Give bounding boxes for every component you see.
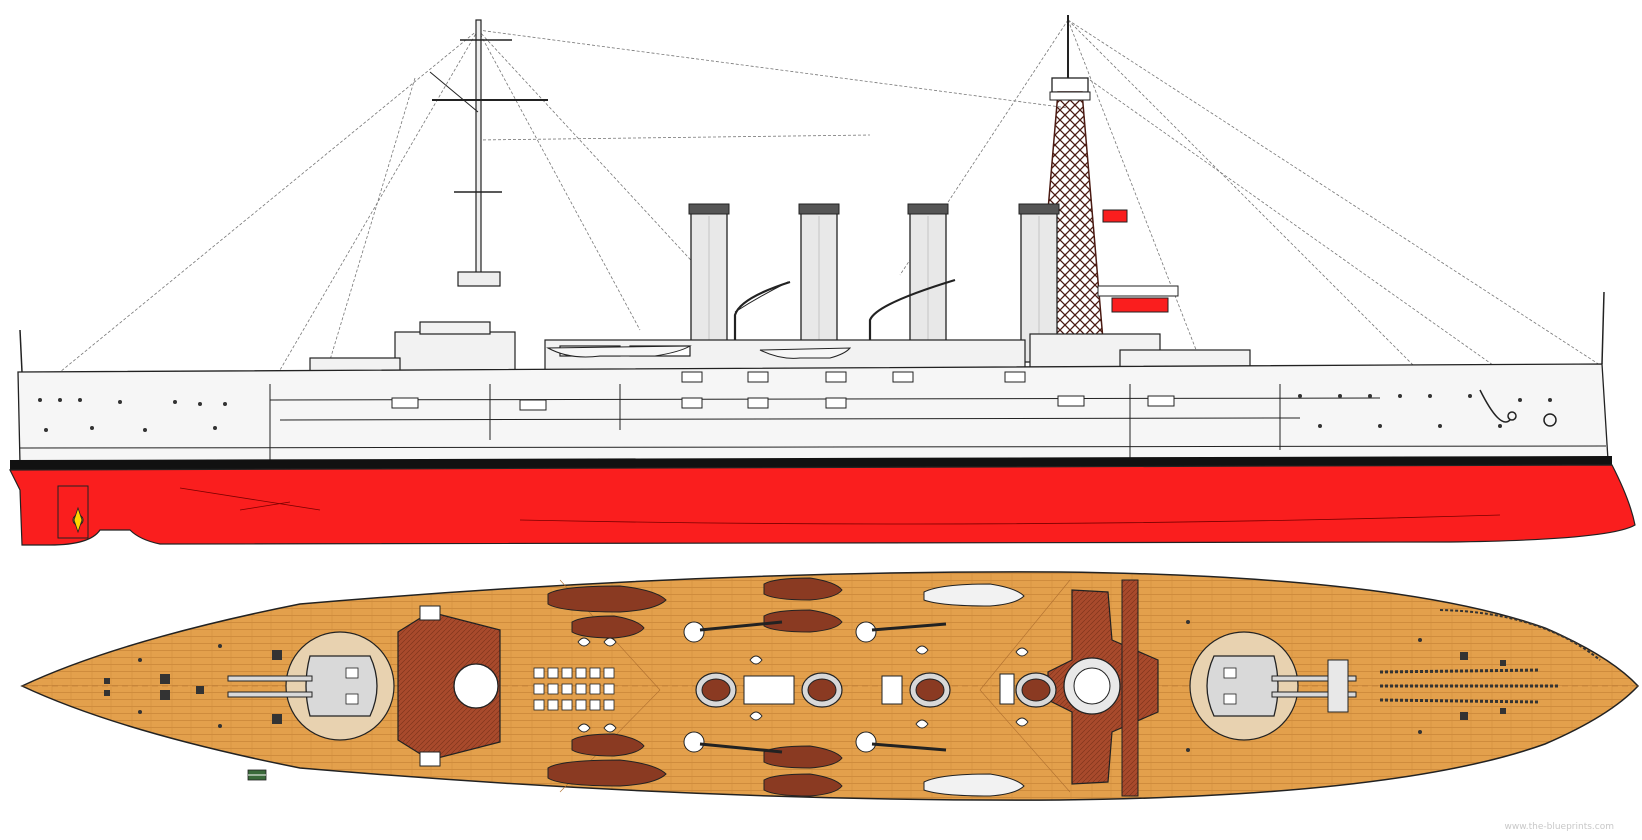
funnel-1 <box>688 203 730 363</box>
fore-bridge-platform <box>1047 579 1159 797</box>
funnels-profile <box>688 203 1060 363</box>
hull-side <box>17 363 1609 465</box>
deck-houses <box>743 673 1015 705</box>
funnel-2 <box>798 203 840 363</box>
hull-details <box>19 384 1607 460</box>
fore-turret <box>1189 631 1357 741</box>
funnel-plan-4 <box>1015 672 1057 708</box>
funnel-plan-1 <box>695 672 737 708</box>
portholes <box>38 394 1552 432</box>
funnel-plan-2 <box>801 672 843 708</box>
boats-profile <box>546 345 852 359</box>
propeller-icon <box>57 485 89 539</box>
ventilators-plan <box>577 637 1029 733</box>
rigging <box>59 19 1601 373</box>
profile-view <box>9 15 1636 546</box>
hull-lines <box>179 487 1501 525</box>
casemate-ports <box>391 371 1175 411</box>
funnel-plan-3 <box>909 672 951 708</box>
funnels-plan <box>695 672 1057 708</box>
boat-cranes <box>733 278 956 360</box>
watermark: www.the-blueprints.com <box>1504 822 1614 832</box>
aft-bridge-platform <box>397 605 501 767</box>
ventilator-grid <box>533 667 615 711</box>
pole-mast <box>429 19 548 287</box>
underwater-hull <box>9 464 1636 546</box>
secondary-guns-plan <box>683 620 947 754</box>
plan-view <box>20 571 1640 801</box>
stern-ensign <box>247 769 267 781</box>
launches-plan <box>923 583 1025 797</box>
anchor-icon <box>1479 389 1557 427</box>
boats-plan <box>547 577 843 797</box>
funnel-3 <box>907 203 949 363</box>
boot-topping <box>10 456 1612 470</box>
aft-turret <box>227 631 395 741</box>
anchor-chains <box>1379 609 1601 704</box>
deck-fittings <box>104 620 1506 752</box>
